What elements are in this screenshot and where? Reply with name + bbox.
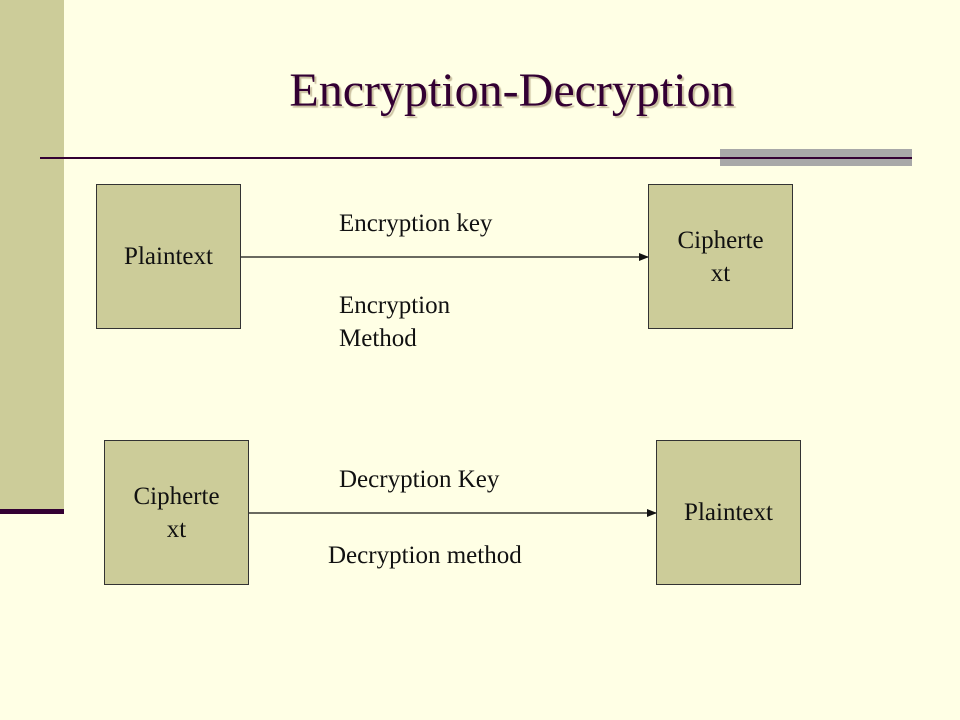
left-accent-stripe [0,509,64,514]
decryption-method-label: Decryption method [328,542,522,569]
plaintext-input-box: Plaintext [96,184,241,329]
encryption-key-label: Encryption key [339,210,493,237]
encryption-method-label-line-2: Method [339,325,417,352]
ciphertext-output-label-line-1: Cipherte [677,226,764,254]
ciphertext-input-label-line-2: xt [166,515,187,543]
encryption-method-label-line-1: Encryption [339,292,451,319]
slide-title: Encryption-Decryption [289,64,735,117]
ciphertext-input-label-line-1: Cipherte [133,482,220,510]
ciphertext-output-label-line-2: xt [710,259,731,287]
plaintext-output-box: Plaintext [656,440,801,585]
left-decorative-bar [0,0,64,510]
encryption-method-label: Encryption Method [339,289,450,355]
ciphertext-input-box: Cipherte xt [104,440,249,585]
title-divider-block-line [720,157,912,159]
ciphertext-output-box: Cipherte xt [648,184,793,329]
plaintext-output-label: Plaintext [684,499,773,526]
plaintext-input-label: Plaintext [124,243,213,270]
title-divider-line [40,157,912,159]
decryption-key-label: Decryption Key [339,466,500,493]
